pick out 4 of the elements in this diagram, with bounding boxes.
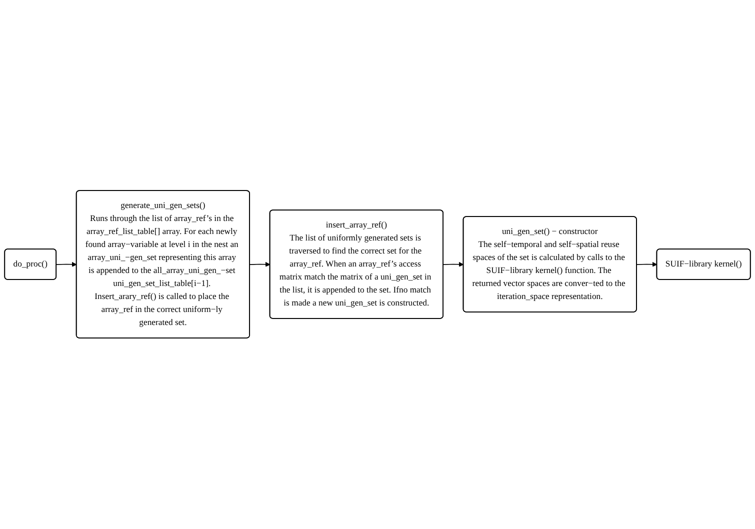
arrow <box>249 262 270 268</box>
arrow <box>56 262 77 268</box>
arrow <box>636 262 658 268</box>
arrow <box>442 262 464 268</box>
